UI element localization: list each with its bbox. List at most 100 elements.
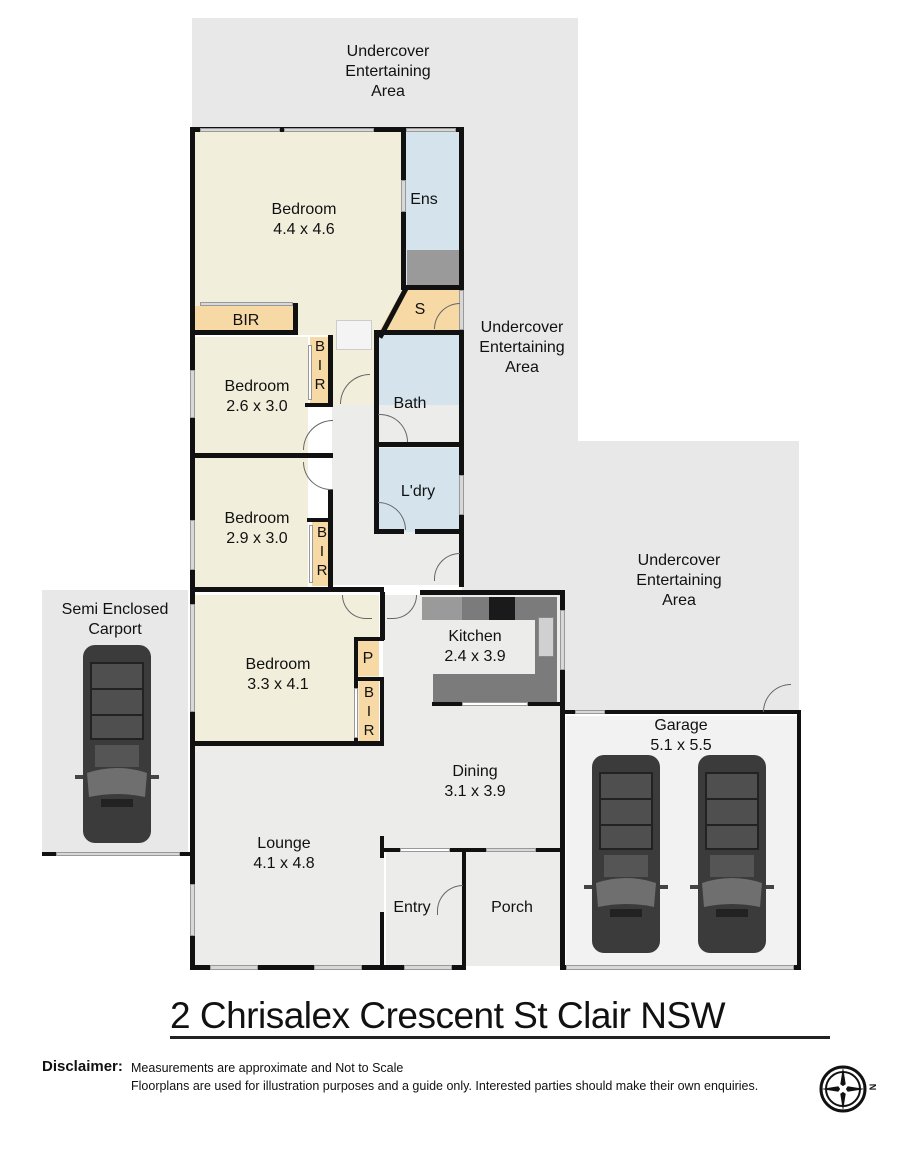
wall — [293, 303, 298, 335]
kitchen-dining-lounge — [383, 595, 561, 848]
bedroom-2-label: Bedroom 2.6 x 3.0 — [225, 377, 290, 417]
bir-letter: B — [363, 684, 374, 701]
room-size: 2.4 x 3.9 — [444, 648, 506, 665]
window — [314, 965, 362, 970]
window — [486, 848, 536, 852]
window — [459, 475, 464, 515]
property-address: 2 Chrisalex Crescent St Clair NSW — [170, 996, 830, 1039]
wall — [190, 453, 333, 458]
master-bedroom-label: Bedroom 4.4 x 4.6 — [272, 200, 337, 240]
wall — [380, 836, 384, 858]
wall — [374, 330, 379, 445]
car-icon — [75, 645, 159, 843]
window — [190, 370, 195, 418]
window — [400, 848, 450, 852]
room-size: 2.9 x 3.0 — [226, 530, 288, 547]
ensuite-shower — [407, 250, 459, 285]
disclaimer-heading: Disclaimer: — [42, 1058, 123, 1075]
label-line: Carport — [88, 621, 142, 638]
kitchen-island — [433, 674, 535, 702]
compass-north-label: N — [867, 1083, 878, 1091]
storage-label: S — [414, 301, 426, 318]
outdoor-area-top — [192, 18, 578, 130]
wall — [797, 710, 801, 970]
entry-label: Entry — [393, 899, 431, 916]
window — [210, 965, 258, 970]
pantry — [357, 640, 379, 676]
wall — [420, 590, 565, 595]
bedroom-4-bir-label: B I R — [362, 683, 376, 740]
wall — [374, 330, 464, 335]
outdoor-label-right: Undercover Entertaining Area — [636, 551, 721, 611]
ensuite-label: Ens — [410, 191, 438, 208]
bedroom-2 — [194, 337, 308, 454]
wall — [380, 912, 384, 968]
car-icon — [584, 755, 668, 953]
window — [56, 852, 180, 856]
wall — [459, 127, 464, 587]
wall — [190, 741, 384, 746]
bedroom-2-bir — [310, 337, 330, 405]
room-size: 2.6 x 3.0 — [226, 398, 288, 415]
bir-letter: I — [317, 357, 323, 374]
porch-label: Porch — [491, 899, 533, 916]
wall — [401, 285, 463, 290]
room-name: Garage — [654, 717, 708, 734]
wall — [307, 518, 332, 522]
wall — [560, 590, 565, 970]
bir-letter: R — [316, 562, 328, 579]
window — [308, 345, 312, 400]
wall — [563, 710, 801, 714]
room-size: 4.1 x 4.8 — [253, 855, 315, 872]
bedroom-3-label: Bedroom 2.9 x 3.0 — [225, 509, 290, 549]
bedroom-4-label: Bedroom 3.3 x 4.1 — [246, 655, 311, 695]
wall — [190, 587, 384, 592]
bir-letter: R — [314, 376, 326, 393]
bath-label: Bath — [393, 395, 427, 412]
label-line: Area — [662, 592, 696, 609]
pantry-label: P — [362, 650, 374, 667]
compass-rose-icon — [819, 1065, 867, 1113]
car-icon — [690, 755, 774, 953]
laundry-label: L'dry — [400, 483, 436, 500]
stair-step — [336, 320, 372, 350]
window — [462, 702, 528, 706]
label-line: Undercover — [480, 319, 564, 336]
window — [190, 520, 195, 570]
wall — [793, 965, 801, 970]
window — [200, 302, 293, 306]
wall — [180, 852, 192, 856]
cooktop-icon — [489, 597, 515, 620]
outdoor-label-middle: Undercover Entertaining Area — [479, 318, 564, 378]
window — [566, 965, 794, 970]
wall — [380, 592, 385, 640]
room-size: 3.3 x 4.1 — [247, 676, 309, 693]
label-line: Semi Enclosed — [61, 601, 169, 618]
window — [560, 610, 565, 670]
kitchen-label: Kitchen 2.4 x 3.9 — [444, 627, 505, 667]
master-bir-label: BIR — [232, 312, 260, 329]
room-name: Bedroom — [271, 201, 337, 218]
room-name: Kitchen — [448, 628, 502, 645]
room-name: Lounge — [257, 835, 311, 852]
room-size: 5.1 x 5.5 — [650, 737, 712, 754]
label-line: Entertaining — [345, 63, 431, 80]
wall — [328, 490, 333, 590]
disclaimer-line-2: Floorplans are used for illustration pur… — [131, 1079, 759, 1093]
room-name: Bedroom — [224, 378, 290, 395]
porch — [466, 852, 561, 966]
kitchen-counter-top-left — [422, 597, 462, 620]
bir-letter: B — [316, 524, 327, 541]
bedroom-4 — [194, 595, 379, 742]
outdoor-label-top: Undercover Entertaining Area — [345, 42, 430, 102]
label-line: Area — [371, 83, 405, 100]
bedroom-3-bir-label: B I R — [315, 523, 329, 580]
wall — [380, 677, 384, 745]
sink-icon — [538, 617, 554, 657]
label-line: Undercover — [346, 43, 430, 60]
wall — [305, 403, 333, 407]
window — [404, 965, 452, 970]
lounge-label: Lounge 4.1 x 4.8 — [253, 834, 314, 874]
master-bir — [194, 306, 294, 332]
wall — [190, 330, 298, 335]
